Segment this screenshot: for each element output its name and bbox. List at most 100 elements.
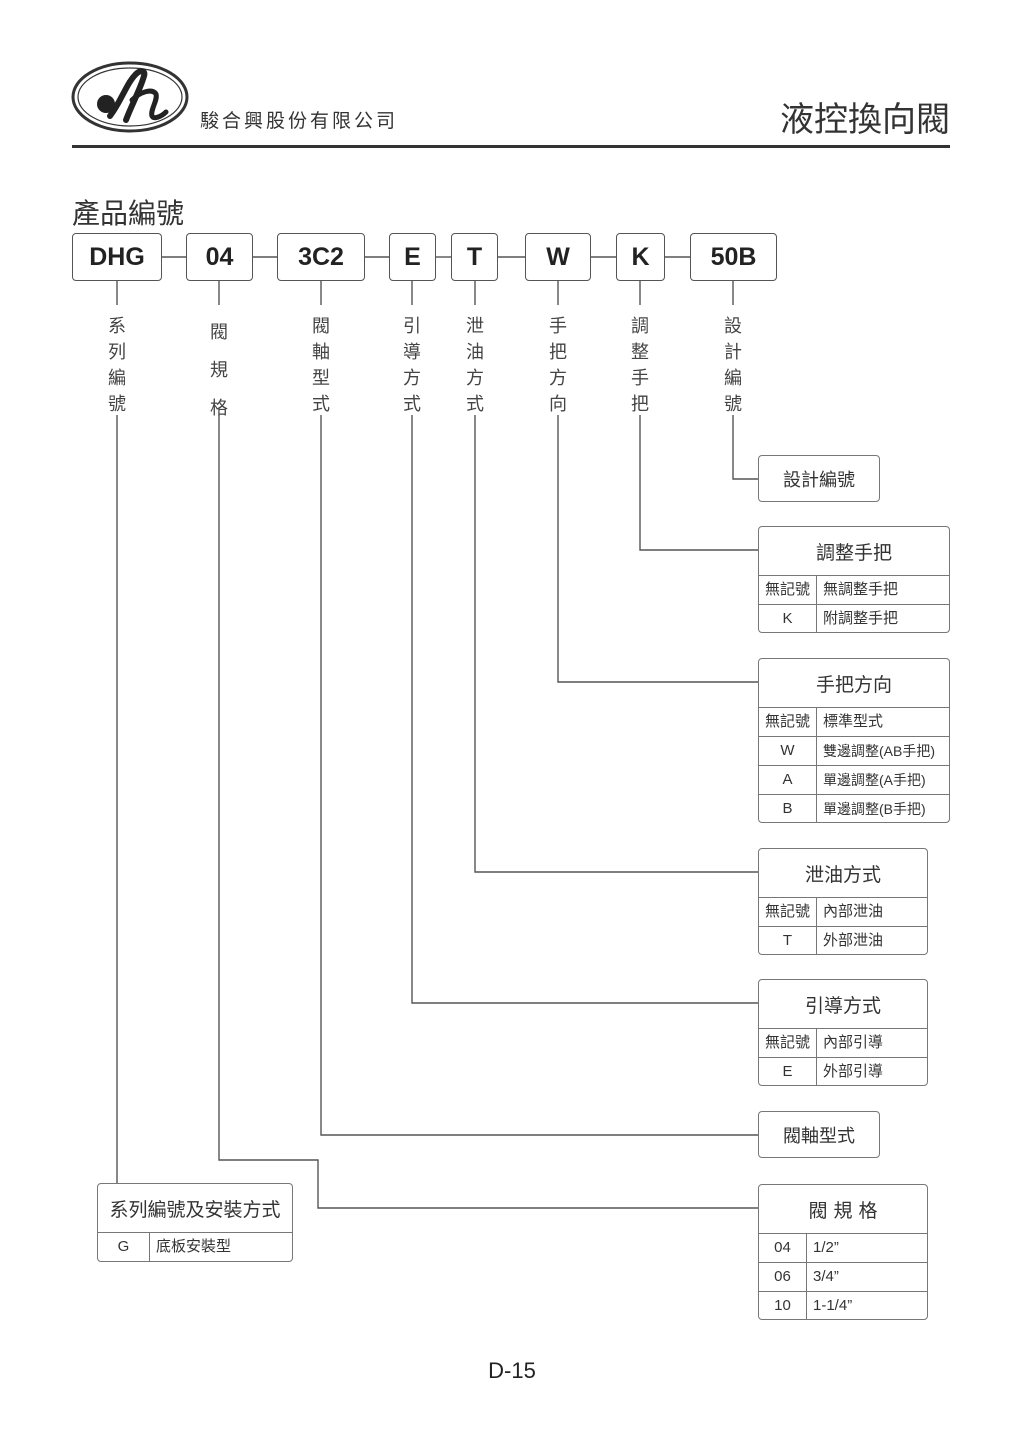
code-box-spool: 3C2 [277, 233, 365, 281]
table-row: T 外部泄油 [759, 926, 927, 955]
panel-title: 設計編號 [783, 469, 855, 491]
desc-cell: 單邊調整(B手把) [823, 801, 926, 817]
header-divider [72, 145, 950, 148]
desc-cell: 單邊調整(A手把) [823, 772, 926, 788]
code-cell: 10 [759, 1292, 807, 1320]
label-char: 導 [403, 342, 421, 363]
desc-cell: 無調整手把 [823, 581, 899, 598]
code-box-series: DHG [72, 233, 162, 281]
label-char: 軸 [312, 342, 330, 363]
label-char: 格 [210, 398, 228, 419]
code-box-design: 50B [690, 233, 777, 281]
panel-adjust-handle: 調整手把 無記號 無調整手把 K 附調整手把 [758, 526, 950, 633]
desc-cell: 標準型式 [823, 713, 884, 730]
label-char: 列 [108, 342, 126, 363]
desc-cell: 1-1/4” [813, 1297, 853, 1314]
panel-valve-size: 閥 規 格 04 1/2” 06 3/4” 10 1-1/4” [758, 1184, 928, 1320]
table-row: 無記號 無調整手把 [759, 575, 949, 604]
code-cell: E [759, 1058, 817, 1086]
panel-title: 閥軸型式 [783, 1125, 855, 1147]
desc-cell: 外部引導 [823, 1063, 884, 1080]
panel-title: 閥 規 格 [808, 1199, 878, 1222]
label-handle-direction: 手把方向 [546, 314, 570, 418]
label-char: 系 [108, 316, 126, 337]
table-row: 06 3/4” [759, 1262, 927, 1291]
desc-cell: 雙邊調整(AB手把) [823, 743, 935, 759]
table-row: A 單邊調整(A手把) [759, 765, 949, 794]
code-cell: 04 [759, 1234, 807, 1262]
panel-title: 系列編號及安裝方式 [109, 1198, 281, 1221]
label-char: 把 [631, 394, 649, 415]
code-cell: G [98, 1233, 150, 1261]
table-row: 無記號 標準型式 [759, 707, 949, 736]
label-char: 編 [108, 368, 126, 389]
label-drain: 泄油方式 [463, 314, 487, 418]
desc-cell: 內部泄油 [823, 903, 884, 920]
label-char: 調 [631, 316, 649, 337]
desc-cell: 外部泄油 [823, 932, 884, 949]
label-series: 系列編號 [105, 314, 129, 418]
panel-pilot: 引導方式 無記號 內部引導 E 外部引導 [758, 979, 928, 1086]
code-cell: 無記號 [759, 708, 817, 736]
label-char: 號 [724, 394, 742, 415]
label-char: 方 [403, 368, 421, 389]
label-char: 計 [724, 342, 742, 363]
label-design-no: 設計編號 [721, 314, 745, 418]
code-box-adjust-handle: K [616, 233, 665, 281]
code-cell: 06 [759, 1263, 807, 1291]
label-char: 編 [724, 368, 742, 389]
company-logo [71, 61, 189, 133]
table-row: 無記號 內部引導 [759, 1028, 927, 1057]
desc-cell: 1/2” [813, 1239, 839, 1256]
desc-cell: 底板安裝型 [156, 1238, 232, 1255]
code-box-pilot: E [389, 233, 436, 281]
label-char: 閥 [210, 322, 228, 343]
code-cell: 無記號 [759, 1029, 817, 1057]
panel-drain: 泄油方式 無記號 內部泄油 T 外部泄油 [758, 848, 928, 955]
label-char: 閥 [312, 316, 330, 337]
table-row: 04 1/2” [759, 1233, 927, 1262]
desc-cell: 附調整手把 [823, 610, 899, 627]
label-char: 手 [549, 316, 567, 337]
code-cell: 無記號 [759, 576, 817, 604]
table-row: B 單邊調整(B手把) [759, 794, 949, 823]
desc-cell: 內部引導 [823, 1034, 884, 1051]
label-char: 引 [403, 316, 421, 337]
table-row: 無記號 內部泄油 [759, 897, 927, 926]
section-title: 產品編號 [72, 197, 185, 230]
page-number: D-15 [488, 1358, 536, 1383]
company-name: 駿合興股份有限公司 [200, 110, 399, 132]
label-char: 號 [108, 394, 126, 415]
label-char: 規 [210, 360, 228, 381]
panel-spool-type: 閥軸型式 [758, 1111, 880, 1158]
table-row: G 底板安裝型 [98, 1232, 292, 1261]
panel-title: 手把方向 [815, 673, 892, 696]
label-char: 泄 [466, 316, 484, 337]
code-cell: B [759, 795, 817, 823]
table-row: W 雙邊調整(AB手把) [759, 736, 949, 765]
label-char: 向 [549, 394, 567, 415]
label-char: 油 [466, 342, 484, 363]
code-cell: T [759, 927, 817, 955]
panel-series: 系列編號及安裝方式 G 底板安裝型 [97, 1183, 293, 1262]
label-valve-size: 閥規格 [207, 314, 231, 428]
label-char: 型 [312, 368, 330, 389]
code-box-drain: T [451, 233, 498, 281]
label-char: 方 [466, 368, 484, 389]
table-row: E 外部引導 [759, 1057, 927, 1086]
label-char: 整 [631, 342, 649, 363]
code-cell: 無記號 [759, 898, 817, 926]
table-row: K 附調整手把 [759, 604, 949, 633]
panel-title: 調整手把 [815, 541, 892, 564]
code-box-handle-direction: W [525, 233, 591, 281]
code-cell: W [759, 737, 817, 765]
label-char: 設 [724, 316, 742, 337]
document-title: 液控換向閥 [780, 100, 950, 140]
label-char: 方 [549, 368, 567, 389]
label-adjust-handle: 調整手把 [628, 314, 652, 418]
panel-handle-direction: 手把方向 無記號 標準型式 W 雙邊調整(AB手把) A 單邊調整(A手把) B… [758, 658, 950, 823]
label-pilot: 引導方式 [400, 314, 424, 418]
label-spool-type: 閥軸型式 [309, 314, 333, 418]
label-char: 手 [631, 368, 649, 389]
